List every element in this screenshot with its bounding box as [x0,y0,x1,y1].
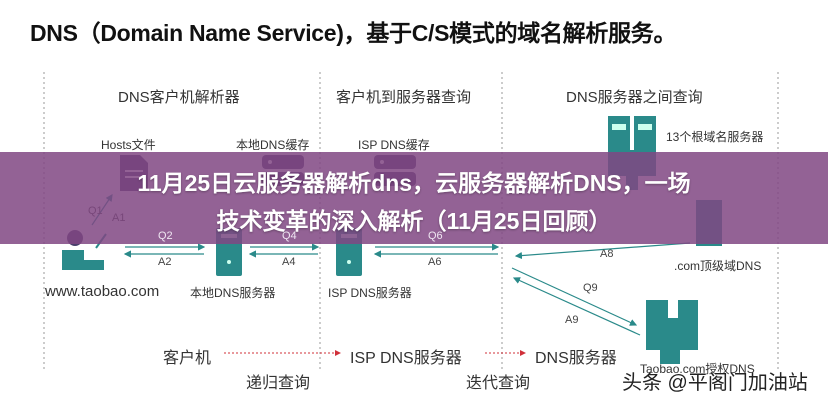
title-overlay-band [0,152,828,244]
column-header-client-resolver: DNS客户机解析器 [118,89,240,106]
local-dns-server-label: 本地DNS服务器 [190,286,276,300]
com-dns-label: .com顶级域DNS [674,259,762,273]
auth-dns-label: Taobao.com授权DNS [640,362,755,376]
local-cache-label: 本地DNS缓存 [236,138,310,152]
arrow-label: Q2 [158,230,173,242]
auth-dns-server-icon [646,300,698,364]
overlay-title-line2: 技术变革的深入解析（11月25日回顾） [216,208,612,234]
arrow-label: A8 [600,248,614,260]
legend-iterative: 迭代查询 [466,375,531,392]
legend-recursive: 递归查询 [246,375,311,392]
client-domain-label: www.taobao.com [45,283,160,300]
column-header-client-server: 客户机到服务器查询 [336,89,472,106]
arrow-label: Q6 [428,230,443,242]
diagram-title: DNS（Domain Name Service)，基于C/S模式的域名解析服务。 [30,20,677,46]
legend-client: 客户机 [163,350,212,367]
arrow-label: A6 [428,256,442,268]
legend-isp: ISP DNS服务器 [350,350,462,367]
arrow-label: A4 [282,256,296,268]
isp-dns-server-label: ISP DNS服务器 [328,286,412,300]
hosts-file-label: Hosts文件 [101,138,156,152]
legend-dns: DNS服务器 [535,350,617,367]
arrow-label: A9 [565,314,579,326]
isp-cache-label: ISP DNS缓存 [358,138,430,152]
arrow-label: Q9 [583,282,598,294]
arrow-label: Q4 [282,230,297,242]
arrow-label: A2 [158,256,172,268]
root-server-label: 13个根域名服务器 [666,130,764,144]
overlay-title-line1: 11月25日云服务器解析dns，云服务器解析DNS，一场 [137,170,691,196]
column-header-server-server: DNS服务器之间查询 [566,89,703,106]
watermark: 头条 @平阁门加油站 [622,372,808,394]
